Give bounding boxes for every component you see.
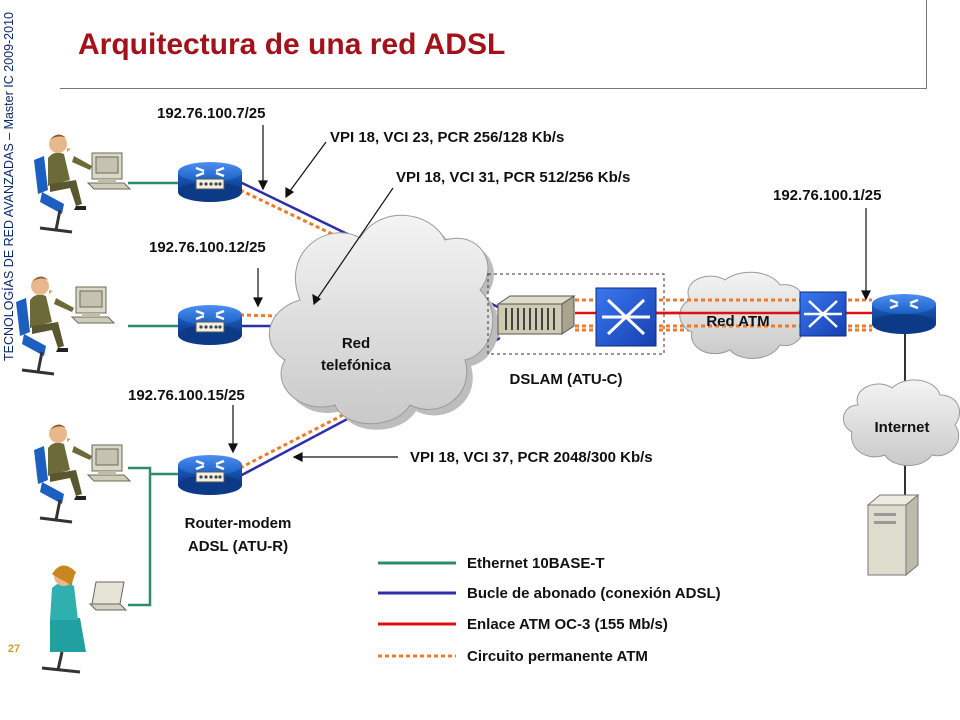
user-1	[32, 132, 94, 234]
ip-label-router-3: 192.76.100.15/25	[128, 387, 245, 404]
computer-2	[71, 286, 115, 324]
legend-label-ethernet: Ethernet 10BASE-T	[467, 555, 605, 572]
phone-cloud-label-2: telefónica	[321, 357, 392, 374]
router-modem-label-1: Router-modem	[185, 515, 292, 532]
router-2	[176, 303, 244, 347]
legend-label-adsl: Bucle de abonado (conexión ADSL)	[467, 585, 721, 602]
router-1	[176, 160, 244, 204]
legend-label-pvc: Circuito permanente ATM	[467, 648, 648, 665]
server	[866, 493, 920, 577]
ethernet-links	[128, 181, 178, 607]
sidebar: TECNOLOGÍAS DE RED AVANZADAS – Master IC…	[0, 0, 29, 720]
user-4	[41, 565, 86, 674]
dslam-label: DSLAM (ATU-C)	[509, 371, 622, 388]
ip-label-router-1: 192.76.100.7/25	[157, 105, 265, 122]
computer-3	[87, 444, 131, 482]
vc-label-3: VPI 18, VCI 37, PCR 2048/300 Kb/s	[410, 449, 653, 466]
user-2	[14, 274, 76, 376]
computer-1	[87, 152, 131, 190]
vc-label-1: VPI 18, VCI 23, PCR 256/128 Kb/s	[330, 129, 564, 146]
dslam-device	[496, 295, 576, 335]
internet-cloud	[843, 379, 960, 466]
title-frame	[60, 0, 927, 89]
legend: Ethernet 10BASE-T Bucle de abonado (cone…	[378, 555, 721, 665]
legend-label-oc3: Enlace ATM OC-3 (155 Mb/s)	[467, 616, 668, 633]
dslam-frame	[487, 273, 665, 355]
router-modem-label-2: ADSL (ATU-R)	[188, 538, 288, 555]
phone-network-cloud	[269, 214, 499, 430]
dslam-atm-switch	[595, 287, 657, 347]
atm-switch	[799, 291, 847, 337]
internet-cloud-label: Internet	[874, 419, 929, 436]
user-3	[32, 422, 94, 524]
router-right	[870, 292, 938, 336]
page-number: 27	[7, 643, 21, 655]
ip-label-router-2: 192.76.100.12/25	[149, 239, 266, 256]
laptop	[88, 581, 128, 611]
phone-cloud-label-1: Red	[342, 335, 370, 352]
ip-label-router-right: 192.76.100.1/25	[773, 187, 881, 204]
atm-cloud-label: Red ATM	[706, 313, 769, 330]
vc-label-2: VPI 18, VCI 31, PCR 512/256 Kb/s	[396, 169, 630, 186]
router-3	[176, 453, 244, 497]
callout-arrows	[228, 125, 871, 462]
page-title: Arquitectura de una red ADSL	[78, 28, 506, 61]
